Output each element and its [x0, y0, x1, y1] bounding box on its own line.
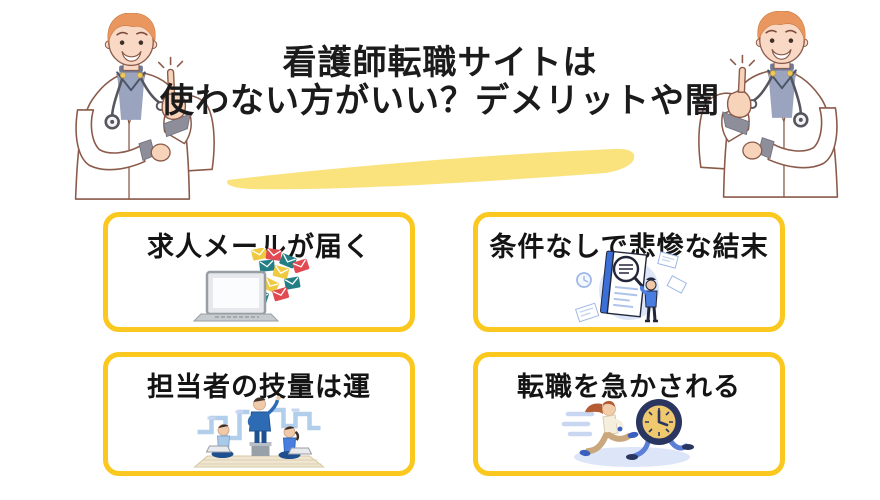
recruiters-charts-illustration — [108, 388, 410, 468]
sitting-agent-left-figure — [205, 424, 234, 458]
card-job-emails: 求人メールが届く — [103, 212, 415, 332]
card-recruiter-skill: 担当者の技量は運 — [103, 352, 415, 476]
document-review-illustration — [478, 248, 780, 324]
floor — [193, 455, 325, 468]
laptop-emails-illustration — [108, 248, 410, 324]
page-title-line2: 使わない方がいい？デメリットや闇 — [160, 82, 720, 120]
standing-recruiter-figure — [247, 395, 281, 456]
sitting-agent-right-figure — [278, 426, 313, 459]
yellow-brush-highlight — [222, 143, 658, 191]
laptop-icon — [192, 270, 280, 322]
running-woman-figure — [579, 400, 638, 457]
person-figure — [639, 277, 658, 323]
chased-by-clock-illustration — [478, 392, 780, 468]
running-clock-icon — [625, 399, 694, 460]
magnifier-icon — [612, 255, 645, 288]
card-rushed: 転職を急かされる — [473, 352, 785, 476]
page-title: 看護師転職サイトは 使わない方がいい？デメリットや闇 — [0, 44, 880, 120]
card-label: 担当者の技量は運 — [147, 372, 371, 402]
card-no-conditions: 条件なしで悲惨な結末 — [473, 212, 785, 332]
speed-lines — [561, 411, 594, 437]
page-title-line1: 看護師転職サイトは — [282, 44, 598, 82]
card-label: 転職を急かされる — [517, 372, 741, 402]
